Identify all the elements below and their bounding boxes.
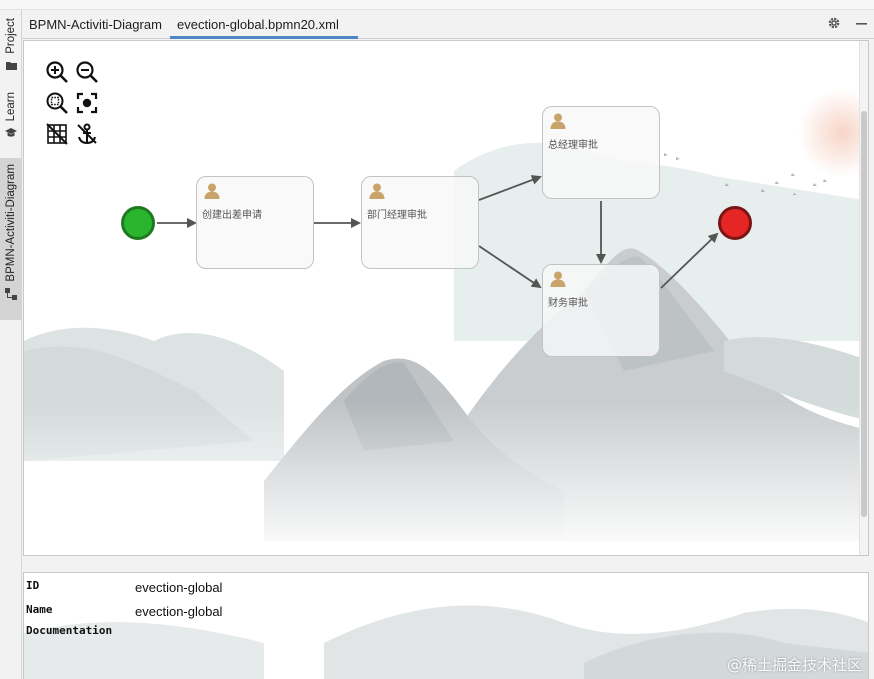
- properties-panel: ID evection-global Name evection-global …: [23, 572, 869, 679]
- watermark-text: @稀土掘金技术社区: [726, 656, 862, 674]
- learn-tool-button[interactable]: Learn: [0, 92, 22, 154]
- tab-evection-global-xml[interactable]: evection-global.bpmn20.xml: [170, 10, 358, 39]
- property-row-documentation: Documentation: [26, 624, 826, 642]
- zoom-fit-icon[interactable]: [44, 90, 70, 116]
- tab-bpmn-activiti-diagram[interactable]: BPMN-Activiti-Diagram: [29, 17, 162, 32]
- task-create-request[interactable]: 创建出差申请: [196, 176, 314, 269]
- end-event[interactable]: [718, 206, 752, 240]
- properties-background: [24, 573, 868, 679]
- minimize-icon[interactable]: [855, 15, 868, 34]
- property-key: ID: [26, 579, 40, 592]
- scrollbar-thumb[interactable]: [861, 111, 867, 517]
- task-label: 创建出差申请: [202, 210, 262, 221]
- property-row-name: Name evection-global: [26, 603, 826, 621]
- user-task-icon: [550, 113, 566, 129]
- ink-landscape-background: [24, 41, 868, 555]
- diagram-canvas[interactable]: 创建出差申请 部门经理审批 总经理审批 财务审批: [23, 40, 869, 556]
- bpmn-diagram-tool-label: BPMN-Activiti-Diagram: [5, 164, 17, 282]
- project-tool-label: Project: [5, 18, 17, 54]
- user-task-icon: [204, 183, 220, 199]
- property-key: Documentation: [26, 624, 113, 637]
- property-value-name[interactable]: evection-global: [135, 604, 223, 619]
- diagram-toolbox: [44, 59, 106, 151]
- zoom-in-icon[interactable]: [44, 59, 70, 85]
- center-focus-icon[interactable]: [74, 90, 100, 116]
- anchor-icon[interactable]: [74, 121, 100, 147]
- task-dept-manager-approval[interactable]: 部门经理审批: [361, 176, 479, 269]
- tab-actions: [827, 10, 868, 39]
- graduation-cap-icon: [5, 127, 17, 139]
- gear-icon[interactable]: [827, 15, 841, 34]
- property-row-id: ID evection-global: [26, 579, 826, 597]
- left-tool-stripe: Project Learn BPMN-Activiti-Diagram: [0, 10, 22, 679]
- task-label: 总经理审批: [548, 140, 598, 151]
- folder-icon: [5, 60, 17, 72]
- canvas-vertical-scrollbar[interactable]: [859, 41, 868, 555]
- task-label: 部门经理审批: [367, 210, 427, 221]
- property-key: Name: [26, 603, 53, 616]
- learn-tool-label: Learn: [5, 92, 17, 122]
- property-value-id[interactable]: evection-global: [135, 580, 223, 595]
- task-general-manager-approval[interactable]: 总经理审批: [542, 106, 660, 199]
- start-event[interactable]: [121, 206, 155, 240]
- editor-tab-bar: BPMN-Activiti-Diagram evection-global.bp…: [22, 10, 874, 39]
- project-tool-button[interactable]: Project: [0, 18, 22, 88]
- task-finance-approval[interactable]: 财务审批: [542, 264, 660, 357]
- user-task-icon: [369, 183, 385, 199]
- window-top-strip: [0, 0, 874, 10]
- user-task-icon: [550, 271, 566, 287]
- bpmn-diagram-tool-button[interactable]: BPMN-Activiti-Diagram: [0, 158, 22, 320]
- grid-icon[interactable]: [44, 121, 70, 147]
- zoom-out-icon[interactable]: [74, 59, 100, 85]
- diagram-icon: [5, 287, 17, 300]
- task-label: 财务审批: [548, 298, 588, 309]
